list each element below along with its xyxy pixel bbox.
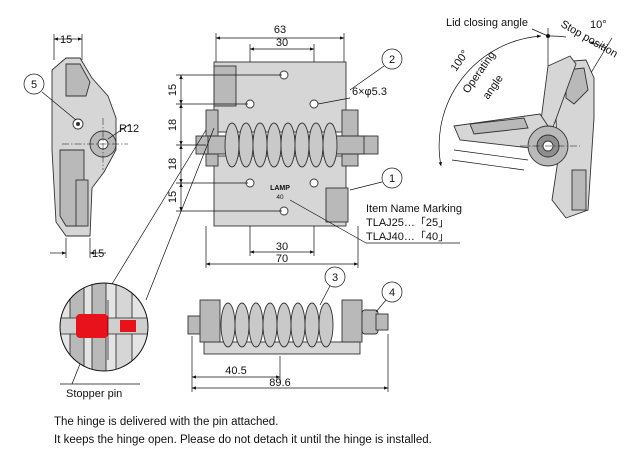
bottom-view: 3 4 40.5 89.6 — [187, 266, 403, 392]
marking-title: Item Name Marking — [366, 203, 462, 215]
stopper-pin-label: Stopper pin — [66, 388, 122, 400]
dim-left-bottom: 15 — [92, 248, 104, 260]
dim-radius: R12 — [119, 123, 139, 135]
dim-front-v2: 18 — [167, 119, 179, 131]
note-line-1: The hinge is delivered with the pin atta… — [54, 416, 279, 428]
marking-line1: TLAJ25…「25」 — [366, 216, 449, 229]
stopper-pin-detail: Stopper pin — [59, 127, 215, 400]
front-view: 63 30 LAMP — [167, 24, 462, 268]
lid-closing-angle-label: Lid closing angle — [446, 17, 528, 29]
dim-front-v4: 15 — [167, 191, 179, 203]
dim-bottom-long: 89.6 — [269, 377, 290, 389]
dim-holes: 6×φ5.3 — [352, 86, 387, 98]
callout-5: 5 — [31, 79, 37, 91]
stamp-brand: LAMP — [270, 185, 290, 192]
spring-coil-front — [224, 122, 338, 168]
dim-front-bottom-inner: 30 — [276, 241, 288, 253]
callout-4: 4 — [389, 287, 395, 299]
dim-front-v3: 18 — [167, 158, 179, 170]
callout-2: 2 — [389, 54, 395, 66]
dim-front-top-inner: 30 — [276, 37, 288, 49]
dim-left-top: 15 — [60, 34, 72, 46]
dim-front-top-width: 63 — [274, 24, 286, 36]
operating-angle-label-2: angle — [481, 73, 506, 102]
operating-degree-label: 100° — [449, 48, 472, 74]
stop-degree-label: 10° — [590, 19, 607, 31]
callout-1: 1 — [389, 173, 395, 185]
marking-line2: TLAJ40…「40」 — [366, 230, 449, 243]
stopper-pin-highlight — [76, 314, 108, 338]
angle-view-right: Lid closing angle 10° Stop position 100°… — [438, 17, 620, 219]
spring-coil-bottom — [220, 302, 334, 348]
stamp-size: 40 — [276, 194, 284, 201]
side-view-left: 15 R12 5 15 — [23, 34, 139, 260]
callout-3: 3 — [332, 272, 338, 284]
note-line-2: It keeps the hinge open. Please do not d… — [54, 434, 432, 446]
dim-front-v1: 15 — [167, 84, 179, 96]
dim-bottom-short: 40.5 — [225, 365, 246, 377]
dim-front-bottom-width: 70 — [276, 253, 288, 265]
